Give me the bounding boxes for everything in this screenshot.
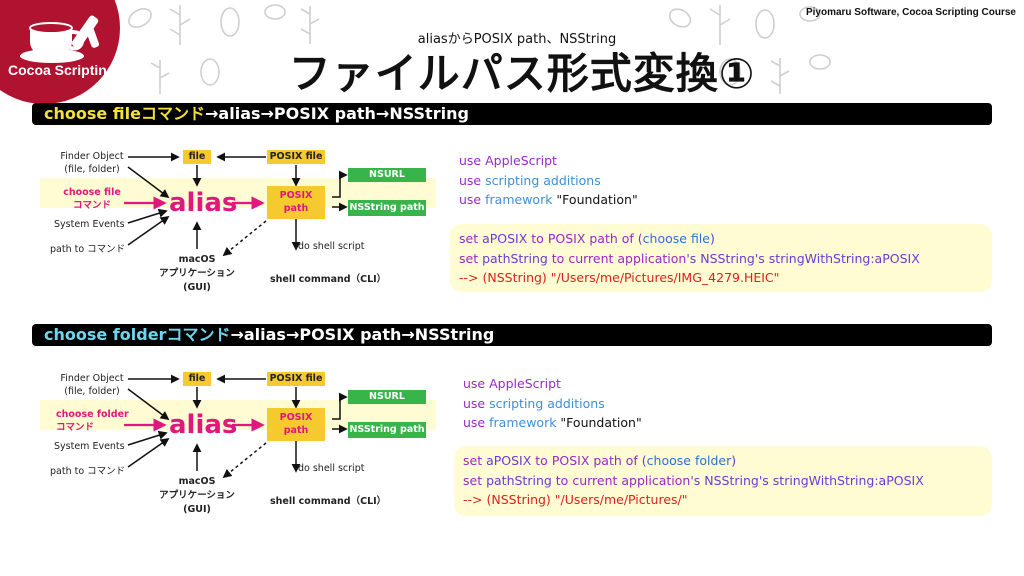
section-header-highlight: choose fileコマンド [44, 104, 206, 123]
file-box: file [183, 372, 211, 386]
section-header-2: choose folderコマンド→alias→POSIX path→NSStr… [44, 324, 494, 346]
code-line: set pathString to current application's … [459, 250, 920, 266]
coffee-cup-icon [20, 15, 100, 63]
alias-label: alias [169, 410, 238, 440]
code-block-1: set aPOSIX to POSIX path of (choose file… [459, 229, 920, 288]
section-header-1: choose fileコマンド→alias→POSIX path→NSStrin… [44, 103, 469, 125]
finder-object-label: Finder Object(file, folder) [60, 373, 124, 397]
finder-object-label: Finder Object(file, folder) [60, 151, 124, 175]
do-shell-script-label: do shell script [298, 241, 365, 252]
course-label: Piyomaru Software, Cocoa Scripting Cours… [805, 7, 1016, 18]
slide-subtitle: aliasからPOSIX path、NSString [417, 32, 617, 47]
system-events-label: System Events [54, 441, 125, 452]
posix-file-box: POSIX file [267, 372, 325, 386]
code-panel-2 [454, 446, 992, 516]
path-to-command-label: path to コマンド [50, 466, 126, 477]
code-line: set aPOSIX to POSIX path of (choose fold… [463, 453, 737, 468]
code-line: set pathString to current application's … [463, 472, 924, 488]
section-header-highlight: choose folderコマンド [44, 325, 231, 344]
section-header-bar [32, 324, 992, 346]
diagram-arrows [124, 374, 348, 479]
alias-label: alias [169, 188, 238, 218]
code-block-2: set aPOSIX to POSIX path of (choose fold… [463, 451, 924, 510]
code-line: use AppleScript [459, 153, 557, 168]
posix-file-box: POSIX file [267, 150, 325, 164]
path-to-command-label: path to コマンド [50, 244, 126, 255]
section-header-rest: →alias→POSIX path→NSString [205, 104, 469, 123]
code-panel-1 [450, 224, 992, 292]
code-line: use scripting additions [459, 172, 601, 188]
code-use-block-1: use AppleScript use scripting additions … [459, 151, 638, 210]
section-header-bar [32, 103, 992, 125]
logo-text: Cocoa Scripting [8, 62, 116, 78]
shell-command-label: shell command（CLI） [270, 274, 387, 285]
diagram-arrows [124, 152, 348, 257]
code-line: use framework "Foundation" [463, 415, 642, 430]
code-line: set aPOSIX to POSIX path of (choose file… [459, 231, 715, 246]
nsstring-path-box: NSString path [348, 200, 426, 216]
code-line: use scripting additions [463, 395, 605, 411]
slide-title: ファイルパス形式変換① [288, 49, 756, 98]
nsstring-path-box: NSString path [348, 422, 426, 438]
code-result-line: --> (NSString) "/Users/me/Pictures/" [463, 492, 688, 507]
nsurl-box: NSURL [348, 168, 426, 182]
nsurl-box: NSURL [348, 390, 426, 404]
code-line: use framework "Foundation" [459, 192, 638, 207]
system-events-label: System Events [54, 219, 125, 230]
code-use-block-2: use AppleScript use scripting additions … [463, 374, 642, 433]
shell-command-label: shell command（CLI） [270, 496, 387, 507]
conversion-diagram-2: Finder Object(file, folder) choose folde… [40, 367, 450, 522]
file-box: file [183, 150, 211, 164]
decorative-botanical-pattern [128, 4, 831, 94]
code-line: use AppleScript [463, 376, 561, 391]
code-result-line: --> (NSString) "/Users/me/Pictures/IMG_4… [459, 270, 780, 285]
do-shell-script-label: do shell script [298, 463, 365, 474]
section-header-rest: →alias→POSIX path→NSString [230, 325, 495, 344]
